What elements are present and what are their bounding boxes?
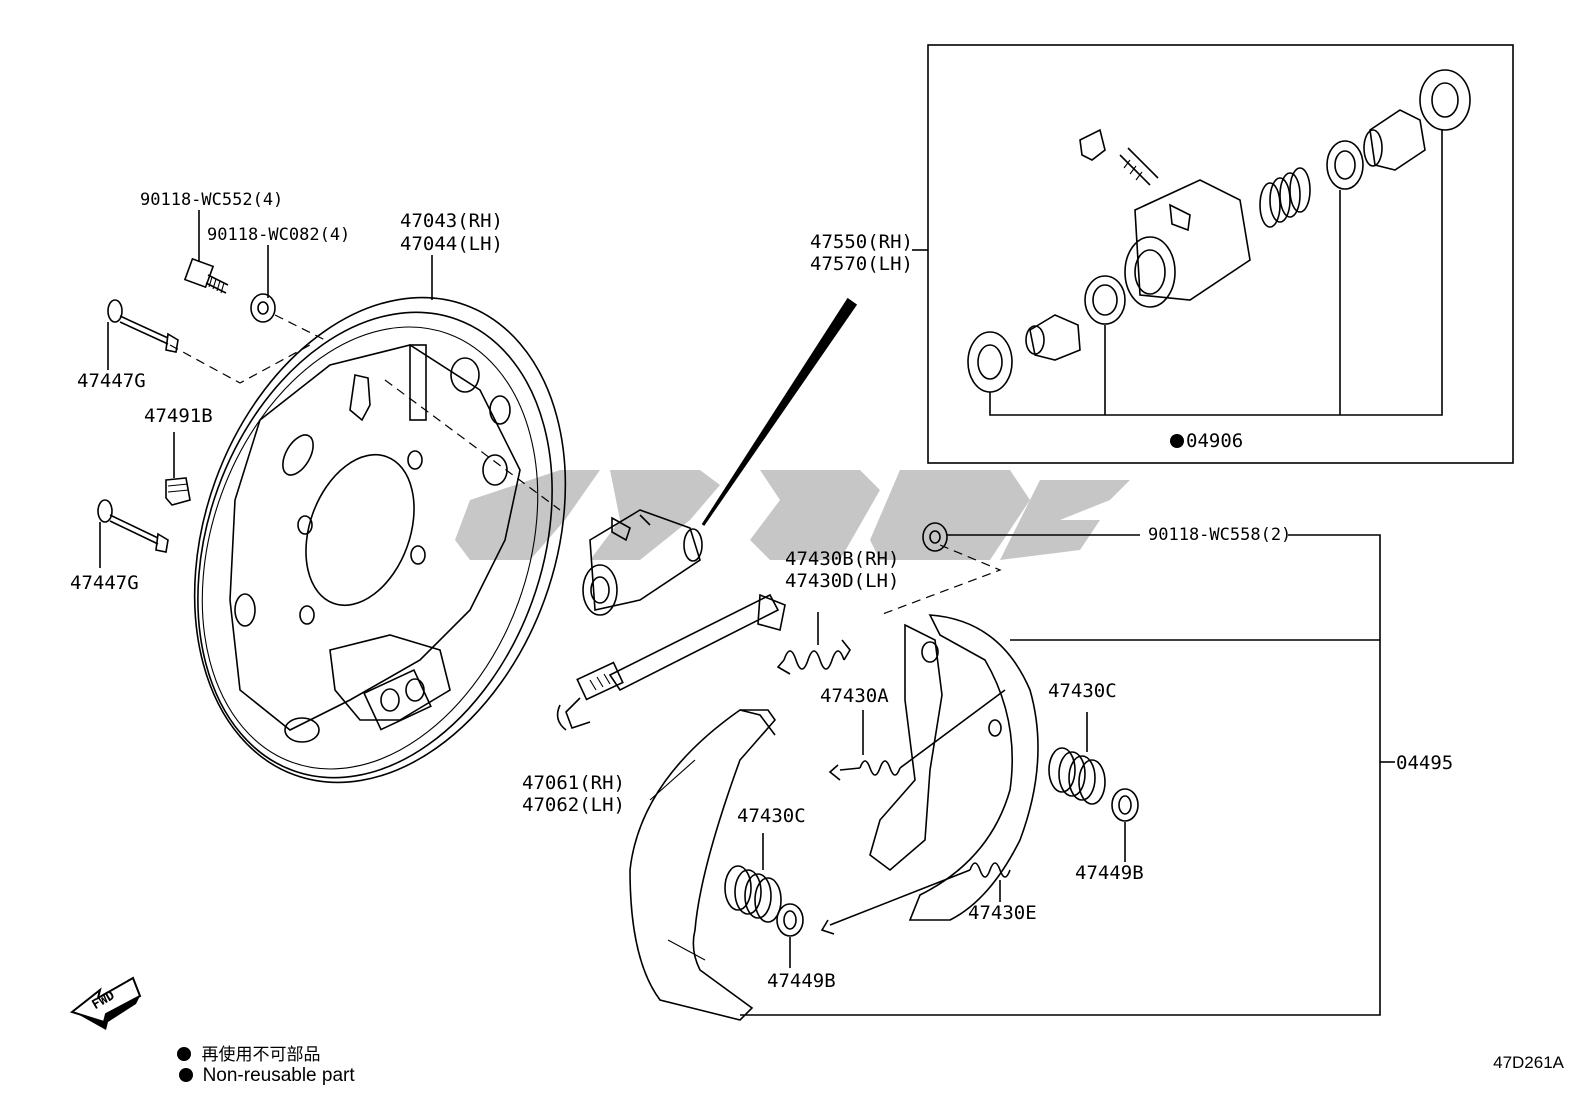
backing-plate-drawing [193, 296, 567, 784]
retainer-left-drawing [776, 903, 804, 937]
label-cylinder-kit: 04906 [1170, 430, 1243, 452]
bolt-part [183, 257, 229, 294]
plug-part [165, 477, 191, 506]
non-reusable-dot-icon [1170, 434, 1184, 448]
pin-bottom-part [97, 499, 169, 553]
label-backing-plate-lh: 47044(LH) [400, 233, 503, 255]
diagram-id: 47D261A [1493, 1053, 1564, 1072]
brake-shoes-drawing [629, 614, 1039, 1021]
legend-text-english: Non-reusable part [202, 1065, 355, 1086]
wheel-cylinder-drawing [582, 509, 703, 616]
spring-c-left-drawing [724, 865, 782, 923]
adjuster-drawing [556, 593, 786, 731]
washer-right-part [922, 522, 948, 552]
label-pin-top: 47447G [77, 370, 146, 392]
spring-c-right-drawing [1048, 747, 1106, 805]
label-backing-plate-rh: 47043(RH) [400, 210, 503, 232]
label-pin-bottom: 47447G [70, 572, 139, 594]
legend-line-english: Non-reusable part [168, 1043, 355, 1087]
retainer-right-drawing [1111, 788, 1139, 822]
spring-a-drawing [828, 689, 1006, 781]
legend-dot-icon [178, 1068, 193, 1082]
label-adjuster-rh: 47061(RH) [522, 772, 625, 794]
label-spring-c-left: 47430C [737, 805, 806, 827]
label-spring-d-lh: 47430D(LH) [785, 570, 900, 592]
label-wheel-cylinder-lh: 47570(LH) [810, 253, 913, 275]
label-washer-right: 90118-WC558(2) [1148, 525, 1292, 545]
label-adjuster-lh: 47062(LH) [522, 794, 625, 816]
label-shoe-set: 04495 [1396, 752, 1454, 774]
label-spring-b-rh: 47430B(RH) [785, 548, 900, 570]
label-retainer-left: 47449B [767, 970, 836, 992]
fwd-arrow-icon [69, 976, 142, 1030]
inset-parts-drawing [967, 69, 1471, 393]
label-plug: 47491B [144, 405, 213, 427]
label-washer: 90118-WC082(4) [207, 225, 351, 245]
watermark [455, 470, 1130, 560]
label-cylinder-kit-text: 04906 [1186, 430, 1244, 452]
label-spring-a: 47430A [820, 685, 889, 707]
spring-bd-drawing [776, 639, 851, 675]
cylinder-inset-box [927, 44, 1514, 464]
label-retainer-right: 47449B [1075, 862, 1144, 884]
legend-line-japanese: 再使用不可部品 [168, 1020, 320, 1065]
washer-part [250, 293, 276, 323]
label-bolt: 90118-WC552(4) [140, 190, 284, 210]
legend-text-japanese: 再使用不可部品 [201, 1045, 321, 1064]
label-spring-e: 47430E [968, 902, 1037, 924]
spring-e-drawing [820, 862, 1011, 935]
pin-top-part [107, 299, 179, 353]
label-spring-c-right: 47430C [1048, 680, 1117, 702]
label-wheel-cylinder-rh: 47550(RH) [810, 231, 913, 253]
legend-dot-icon [177, 1047, 192, 1061]
